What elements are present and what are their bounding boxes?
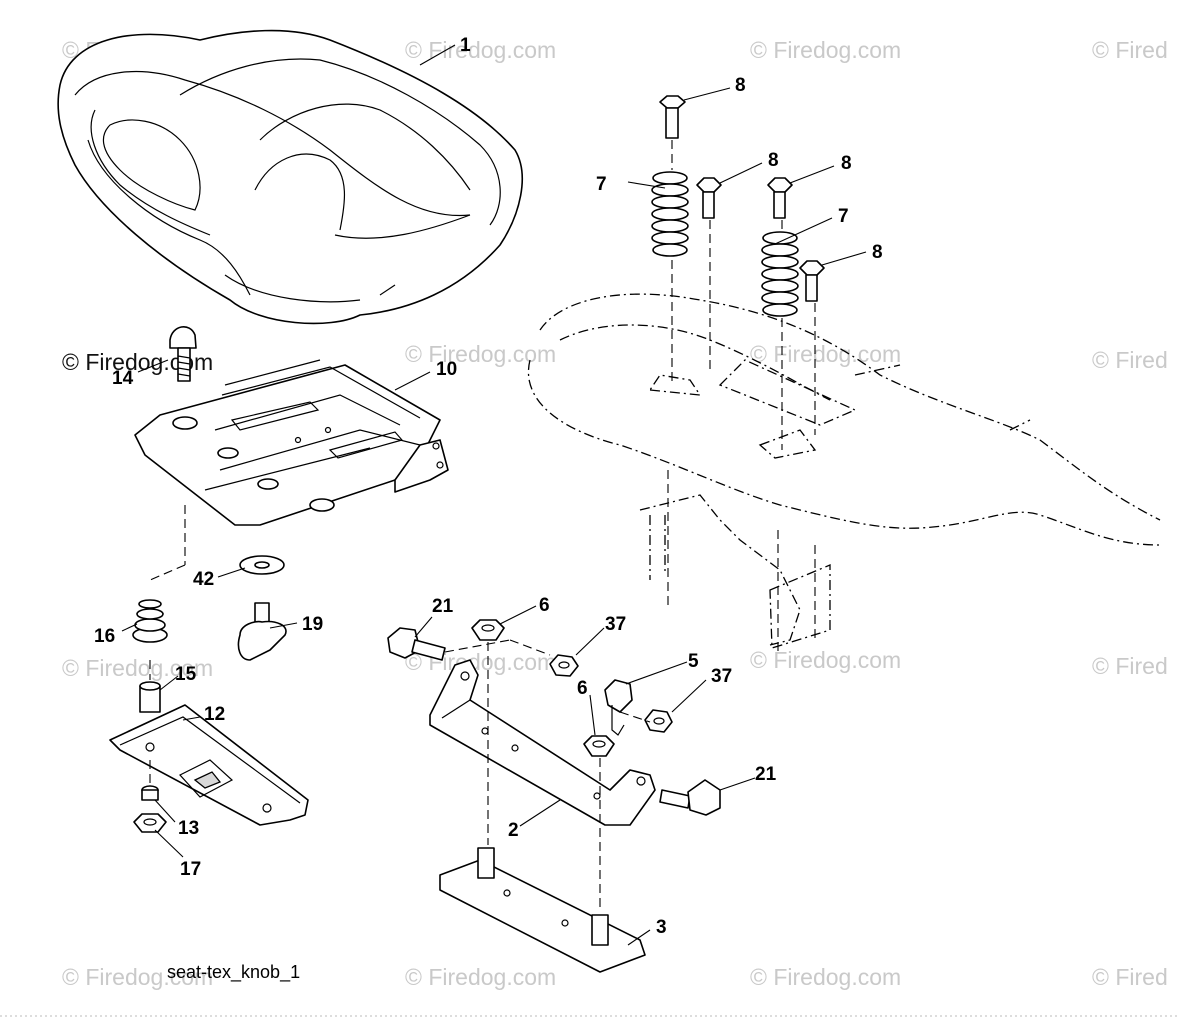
carriage-bolt-part (387, 627, 446, 661)
spring-part (132, 599, 168, 643)
callout-8: 8 (735, 75, 746, 96)
washer-part (239, 555, 285, 575)
carriage-bolt-part (659, 779, 721, 816)
callout-8: 8 (768, 150, 779, 171)
callout-1: 1 (460, 35, 471, 56)
callout-13: 13 (178, 818, 199, 839)
knob-part (237, 602, 287, 661)
watermark: © Firedog.com (405, 37, 556, 63)
watermark: © Fired (1092, 653, 1168, 679)
carriage-bolt-part (169, 326, 197, 382)
watermark: © Firedog.com (62, 655, 213, 681)
spring-part (761, 231, 799, 317)
assembly-lines (149, 140, 816, 912)
diagram-caption: seat-tex_knob_1 (167, 962, 300, 983)
nut-part (583, 735, 615, 757)
bracket-plate-part (109, 704, 309, 826)
callout-15: 15 (175, 664, 197, 685)
watermark: © Firedog.com (405, 341, 556, 367)
callout-2: 2 (508, 820, 519, 841)
watermark: © Firedog.com (750, 647, 901, 673)
nut-part (471, 619, 505, 641)
callout-labels: 1 2 3 5 6 6 7 7 8 8 8 8 10 12 13 14 15 1… (94, 35, 883, 938)
callout-37: 37 (605, 614, 626, 635)
callout-6: 6 (577, 678, 588, 699)
watermark: © Firedog.com (750, 37, 901, 63)
nut-part (549, 654, 579, 677)
callout-7: 7 (596, 174, 607, 195)
callout-7: 7 (838, 206, 849, 227)
nut-part (644, 709, 673, 733)
nut-part (133, 785, 167, 833)
callout-21: 21 (755, 764, 777, 785)
callout-14: 14 (112, 368, 134, 389)
seat-part (57, 29, 523, 325)
watermark: © Fired (1092, 347, 1168, 373)
spacer-part (139, 681, 161, 713)
leader-lines (121, 44, 867, 946)
callout-37: 37 (711, 666, 732, 687)
mounting-bracket-part (429, 659, 656, 826)
callout-12: 12 (204, 704, 225, 725)
clip-part (604, 679, 633, 736)
watermark: © Firedog.com (405, 964, 556, 990)
watermark-layer: © Firedog.com © Firedog.com © Firedog.co… (62, 37, 1168, 990)
bolt-part (696, 177, 722, 219)
watermark: © Firedog.com (62, 964, 213, 990)
bolt-part (767, 177, 793, 219)
callout-6: 6 (539, 595, 550, 616)
callout-21: 21 (432, 596, 454, 617)
watermark: © Fired (1092, 37, 1168, 63)
callout-5: 5 (688, 651, 699, 672)
callout-3: 3 (656, 917, 667, 938)
seat-pan-part (134, 359, 449, 526)
frame-outline (527, 293, 1161, 649)
base-plate-part (439, 847, 646, 973)
callout-8: 8 (872, 242, 883, 263)
callout-16: 16 (94, 626, 115, 647)
bolt-part (659, 95, 686, 139)
watermark: © Fired (1092, 964, 1168, 990)
callout-42: 42 (193, 569, 214, 590)
callout-10: 10 (436, 359, 457, 380)
bolt-part (799, 260, 825, 302)
callout-8: 8 (841, 153, 852, 174)
callout-17: 17 (180, 859, 201, 880)
watermark: © Firedog.com (750, 341, 901, 367)
watermark: © Firedog.com (750, 964, 901, 990)
spring-part (651, 171, 689, 257)
callout-19: 19 (302, 614, 323, 635)
